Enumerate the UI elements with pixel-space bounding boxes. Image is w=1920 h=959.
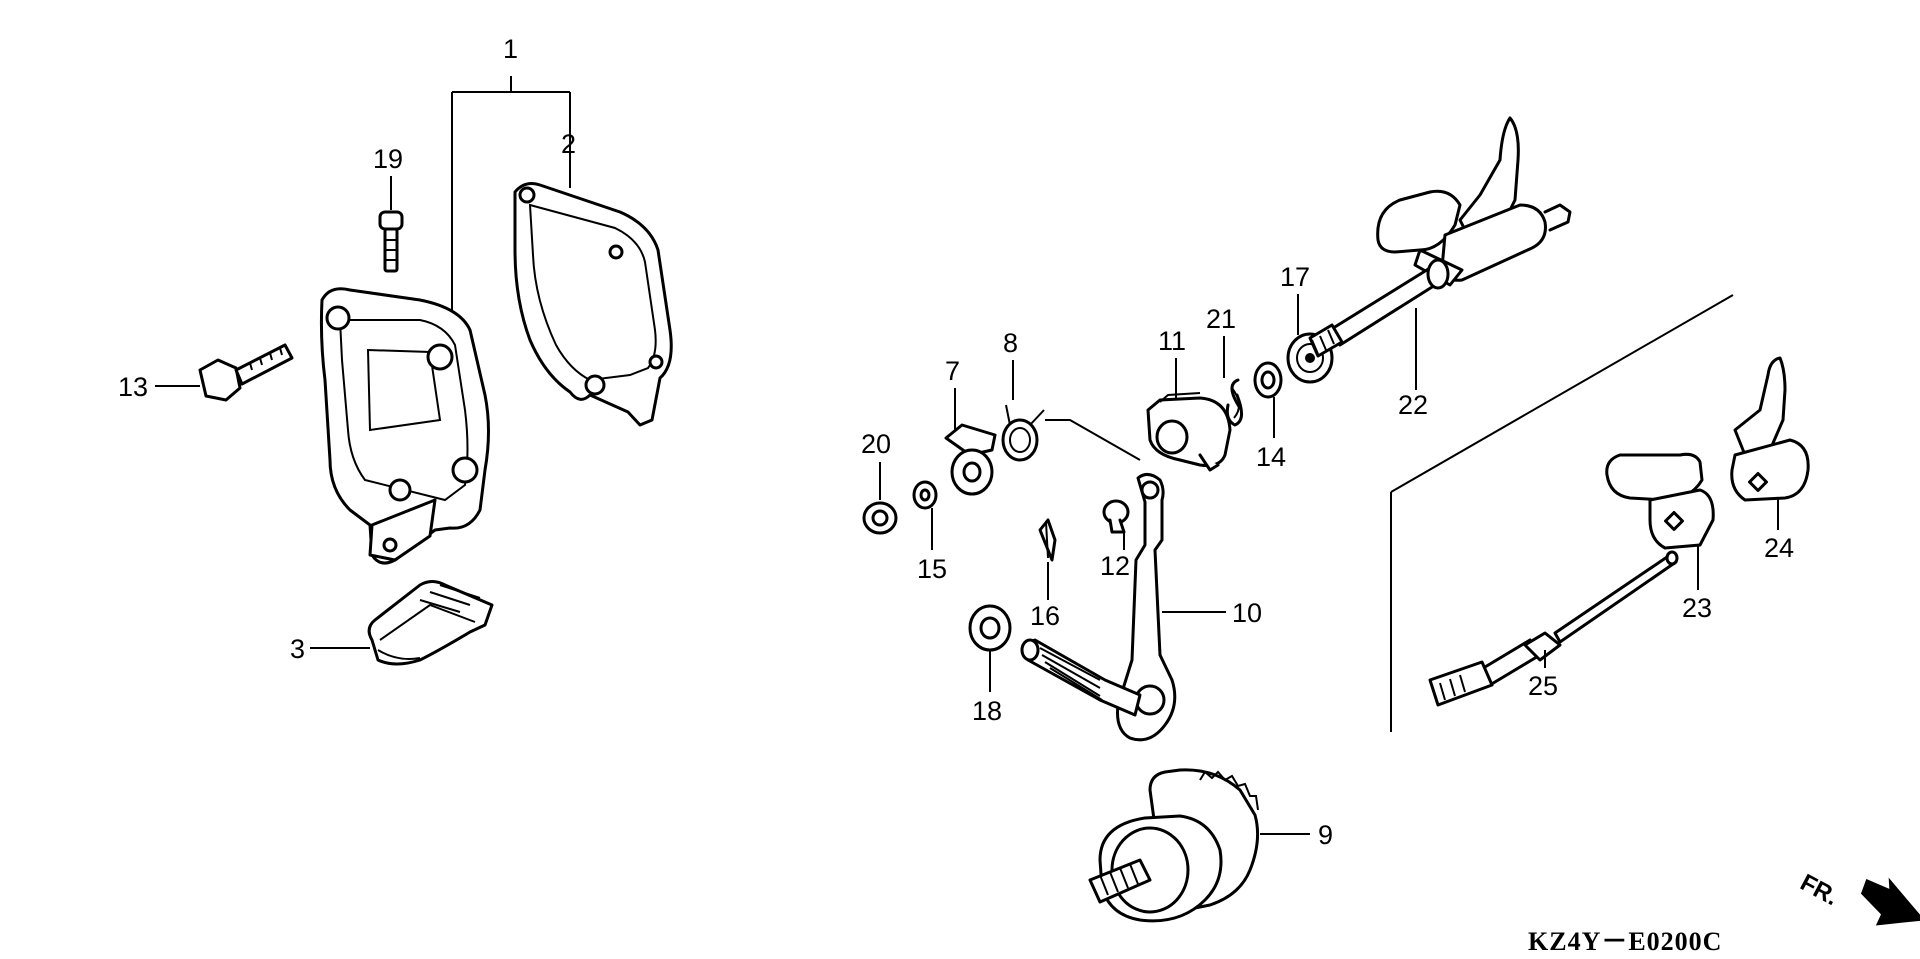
seal-18-part xyxy=(968,604,1012,692)
bolt-12-part xyxy=(1102,499,1130,550)
callout-1-bracket xyxy=(451,76,571,318)
callout-19: 19 xyxy=(373,144,403,174)
nut-20-part xyxy=(862,462,898,535)
callout-18: 18 xyxy=(972,696,1002,726)
arm-11-part xyxy=(1146,358,1232,472)
callout-25: 25 xyxy=(1528,671,1558,701)
shift-shaft-25-part xyxy=(1428,550,1679,707)
kick-shaft-part xyxy=(1020,638,1142,717)
callout-1: 1 xyxy=(503,34,518,64)
washer-15-part xyxy=(912,480,938,550)
callout-9: 9 xyxy=(1318,820,1333,850)
callout-22: 22 xyxy=(1398,390,1428,420)
clip-21-part xyxy=(1223,336,1243,427)
gear-9-part xyxy=(1088,768,1310,923)
front-label: FR. xyxy=(1796,869,1843,911)
callout-23: 23 xyxy=(1682,593,1712,623)
callout-13: 13 xyxy=(118,372,148,402)
inset-panel-outline xyxy=(1390,294,1734,732)
gasket-part xyxy=(513,125,673,427)
callout-2: 2 xyxy=(561,129,576,159)
seal-14-part xyxy=(1253,361,1283,438)
callout-3: 3 xyxy=(290,634,305,664)
callout-8: 8 xyxy=(1003,328,1018,358)
spring-8-part xyxy=(1001,360,1141,462)
shift-arm-22-part xyxy=(1308,116,1572,390)
callout-14: 14 xyxy=(1256,442,1286,472)
callout-16: 16 xyxy=(1030,601,1060,631)
callout-10: 10 xyxy=(1232,598,1262,628)
callout-21: 21 xyxy=(1206,304,1236,334)
callout-12: 12 xyxy=(1100,551,1130,581)
callout-17: 17 xyxy=(1280,262,1310,292)
fork-23-part xyxy=(1605,452,1715,590)
callout-15: 15 xyxy=(917,554,947,584)
collar-7-part xyxy=(944,388,997,496)
bolt-13-part xyxy=(155,343,294,402)
pad-3-part xyxy=(310,580,494,666)
callout-20: 20 xyxy=(861,429,891,459)
diagram-code: KZ4Y－E0200C xyxy=(1528,927,1722,956)
callout-24: 24 xyxy=(1764,533,1794,563)
front-arrow-icon xyxy=(1860,877,1920,926)
cover-part xyxy=(319,287,490,565)
fork-24-part xyxy=(1730,356,1810,530)
callout-11: 11 xyxy=(1158,326,1186,356)
pin-16-part xyxy=(1038,518,1057,600)
screw-19-part xyxy=(378,176,404,273)
callout-7: 7 xyxy=(945,356,960,386)
